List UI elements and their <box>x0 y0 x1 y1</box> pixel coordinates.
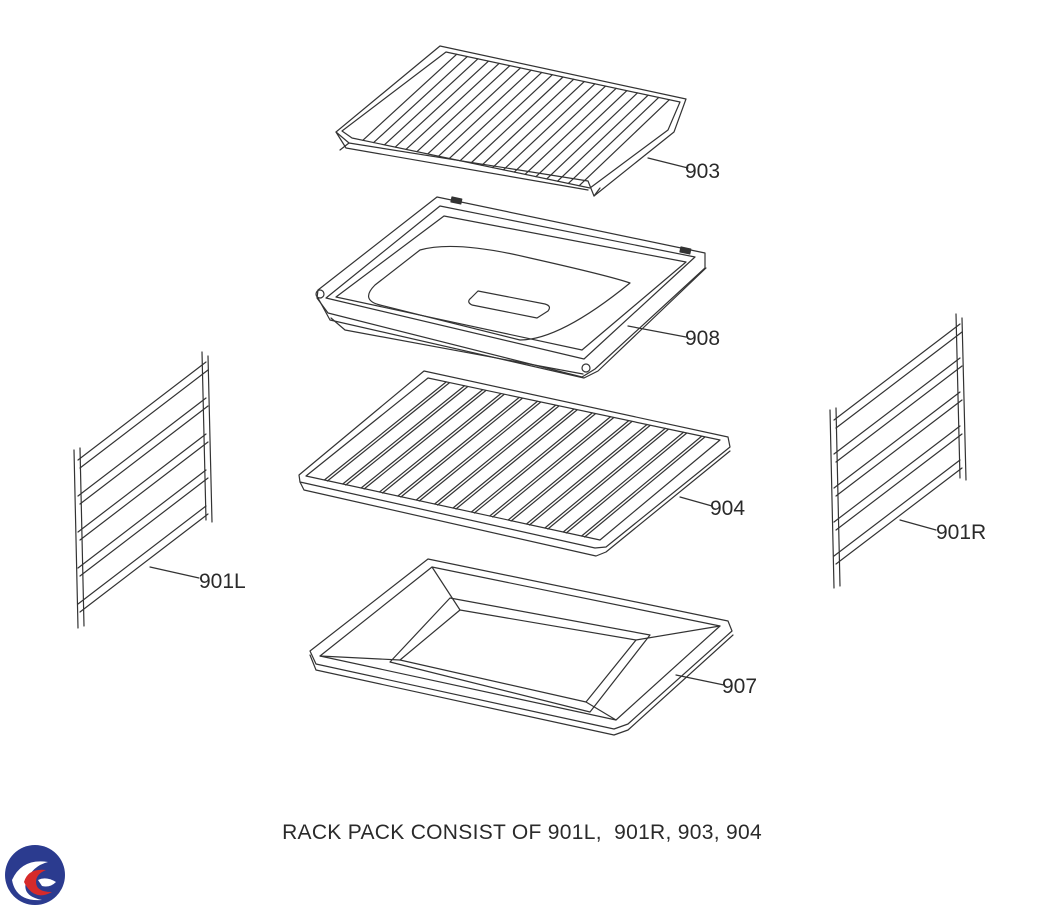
rail-901L-rung <box>79 477 209 577</box>
rack-904-bar <box>584 436 706 538</box>
rail-901R-rung <box>835 365 963 463</box>
part-904-wire-shelf <box>298 370 731 557</box>
rack-pack-caption: RACK PACK CONSIST OF 901L, 901R, 903, 90… <box>282 821 762 844</box>
rack-903-bar <box>556 94 649 182</box>
rack-904-bar <box>489 416 612 517</box>
part-label-901R: 901R <box>936 521 986 544</box>
rack-903-bar <box>373 55 468 144</box>
rack-904-bar <box>434 404 557 505</box>
rail-901R-rung <box>835 331 963 429</box>
rack-903-bar <box>481 78 575 166</box>
rail-901R-rung <box>835 433 963 531</box>
part-label-908: 908 <box>685 327 720 350</box>
part-901R-right-side-rail <box>829 313 967 589</box>
rack-904-bar <box>507 420 630 521</box>
rail-901R-rung <box>833 357 961 455</box>
rack-903-bar <box>470 76 564 164</box>
rail-901L-rung <box>79 369 209 469</box>
rack-904-bar <box>415 400 539 501</box>
rack-903-bar <box>437 69 532 157</box>
rail-901R-rung <box>833 391 961 489</box>
part-908-deep-pan <box>315 196 707 379</box>
part-903-grill-rack <box>335 45 689 197</box>
rack-904-bar <box>397 396 520 497</box>
brand-logo-icon[interactable] <box>2 842 68 908</box>
rack-904-bar <box>345 386 469 486</box>
rack-904-bar <box>562 431 685 533</box>
rail-901L-rung <box>77 397 207 497</box>
rack-904-bar <box>400 397 523 498</box>
rack-904-bar <box>525 423 648 525</box>
rack-903-bars <box>362 53 670 187</box>
rack-904-bar <box>473 413 596 514</box>
part-label-907: 907 <box>722 675 757 698</box>
rack-903-bar <box>394 60 490 148</box>
rack-903-bar <box>524 87 617 175</box>
rail-901R-rung <box>833 323 961 421</box>
rack-903-bar <box>535 90 628 178</box>
rail-901R-rung <box>833 459 961 557</box>
rack-904-bar <box>360 389 484 489</box>
rail-901L-rung <box>77 469 207 569</box>
rack-904-bar <box>452 408 575 509</box>
rack-903-bar <box>578 99 670 187</box>
leader-line-903 <box>647 157 689 169</box>
leader-line-908 <box>627 325 687 338</box>
rack-903-bar <box>546 92 639 180</box>
leader-line-907 <box>675 674 725 686</box>
rack-904-bar <box>326 382 450 482</box>
rack-904-bars <box>323 381 706 538</box>
rack-903-bar <box>362 53 458 141</box>
rail-901L-rung <box>77 505 207 605</box>
rack-904-bar <box>363 390 487 490</box>
rack-904-bar <box>510 421 633 522</box>
rack-903-bar <box>448 71 543 160</box>
rail-901L-rung <box>77 361 207 461</box>
part-label-901L: 901L <box>199 570 246 593</box>
part-907-shallow-tray <box>309 558 734 736</box>
rack-904-bar <box>565 432 688 534</box>
rack-904-bar <box>381 393 505 494</box>
rack-904-bar <box>547 428 669 530</box>
rack-904-bar <box>378 392 502 493</box>
leader-line-904 <box>679 496 713 507</box>
rack-904-bar <box>437 405 560 506</box>
rack-903-bar <box>383 58 479 146</box>
part-label-903: 903 <box>685 160 720 183</box>
rack-903-bar <box>492 80 585 169</box>
rack-903-bar <box>513 85 607 173</box>
rail-901L-rung <box>79 441 209 541</box>
rack-904-bar <box>544 427 666 529</box>
rack-904-bar <box>528 424 651 526</box>
rail-901L-rung <box>77 433 207 533</box>
rail-901L-rung <box>79 513 209 613</box>
rail-901R-rung <box>835 467 963 565</box>
rack-903-bar <box>405 62 500 150</box>
rack-903-bar <box>459 74 553 162</box>
rail-901R-rung <box>835 399 963 497</box>
rail-901R-rungs <box>833 323 963 565</box>
rack-903-bar <box>502 83 596 171</box>
rack-904-bar <box>470 412 593 513</box>
rack-903-bar <box>567 96 660 185</box>
rack-904-bar <box>492 417 615 518</box>
rail-901R-rung <box>833 425 961 523</box>
rack-904-bar <box>455 409 578 510</box>
leader-line-901R <box>899 519 937 531</box>
rack-903-bar <box>427 67 522 155</box>
rail-901L-rungs <box>77 361 209 613</box>
leader-line-901L <box>149 566 200 579</box>
rack-904-bar <box>418 401 542 502</box>
rack-904-bar <box>342 385 466 485</box>
rack-904-bar <box>323 381 447 481</box>
rack-903-bar <box>416 65 511 153</box>
rail-901L-rung <box>79 405 209 505</box>
part-label-904: 904 <box>710 497 745 520</box>
rack-904-bar <box>581 435 703 537</box>
part-901L-left-side-rail <box>73 351 213 629</box>
